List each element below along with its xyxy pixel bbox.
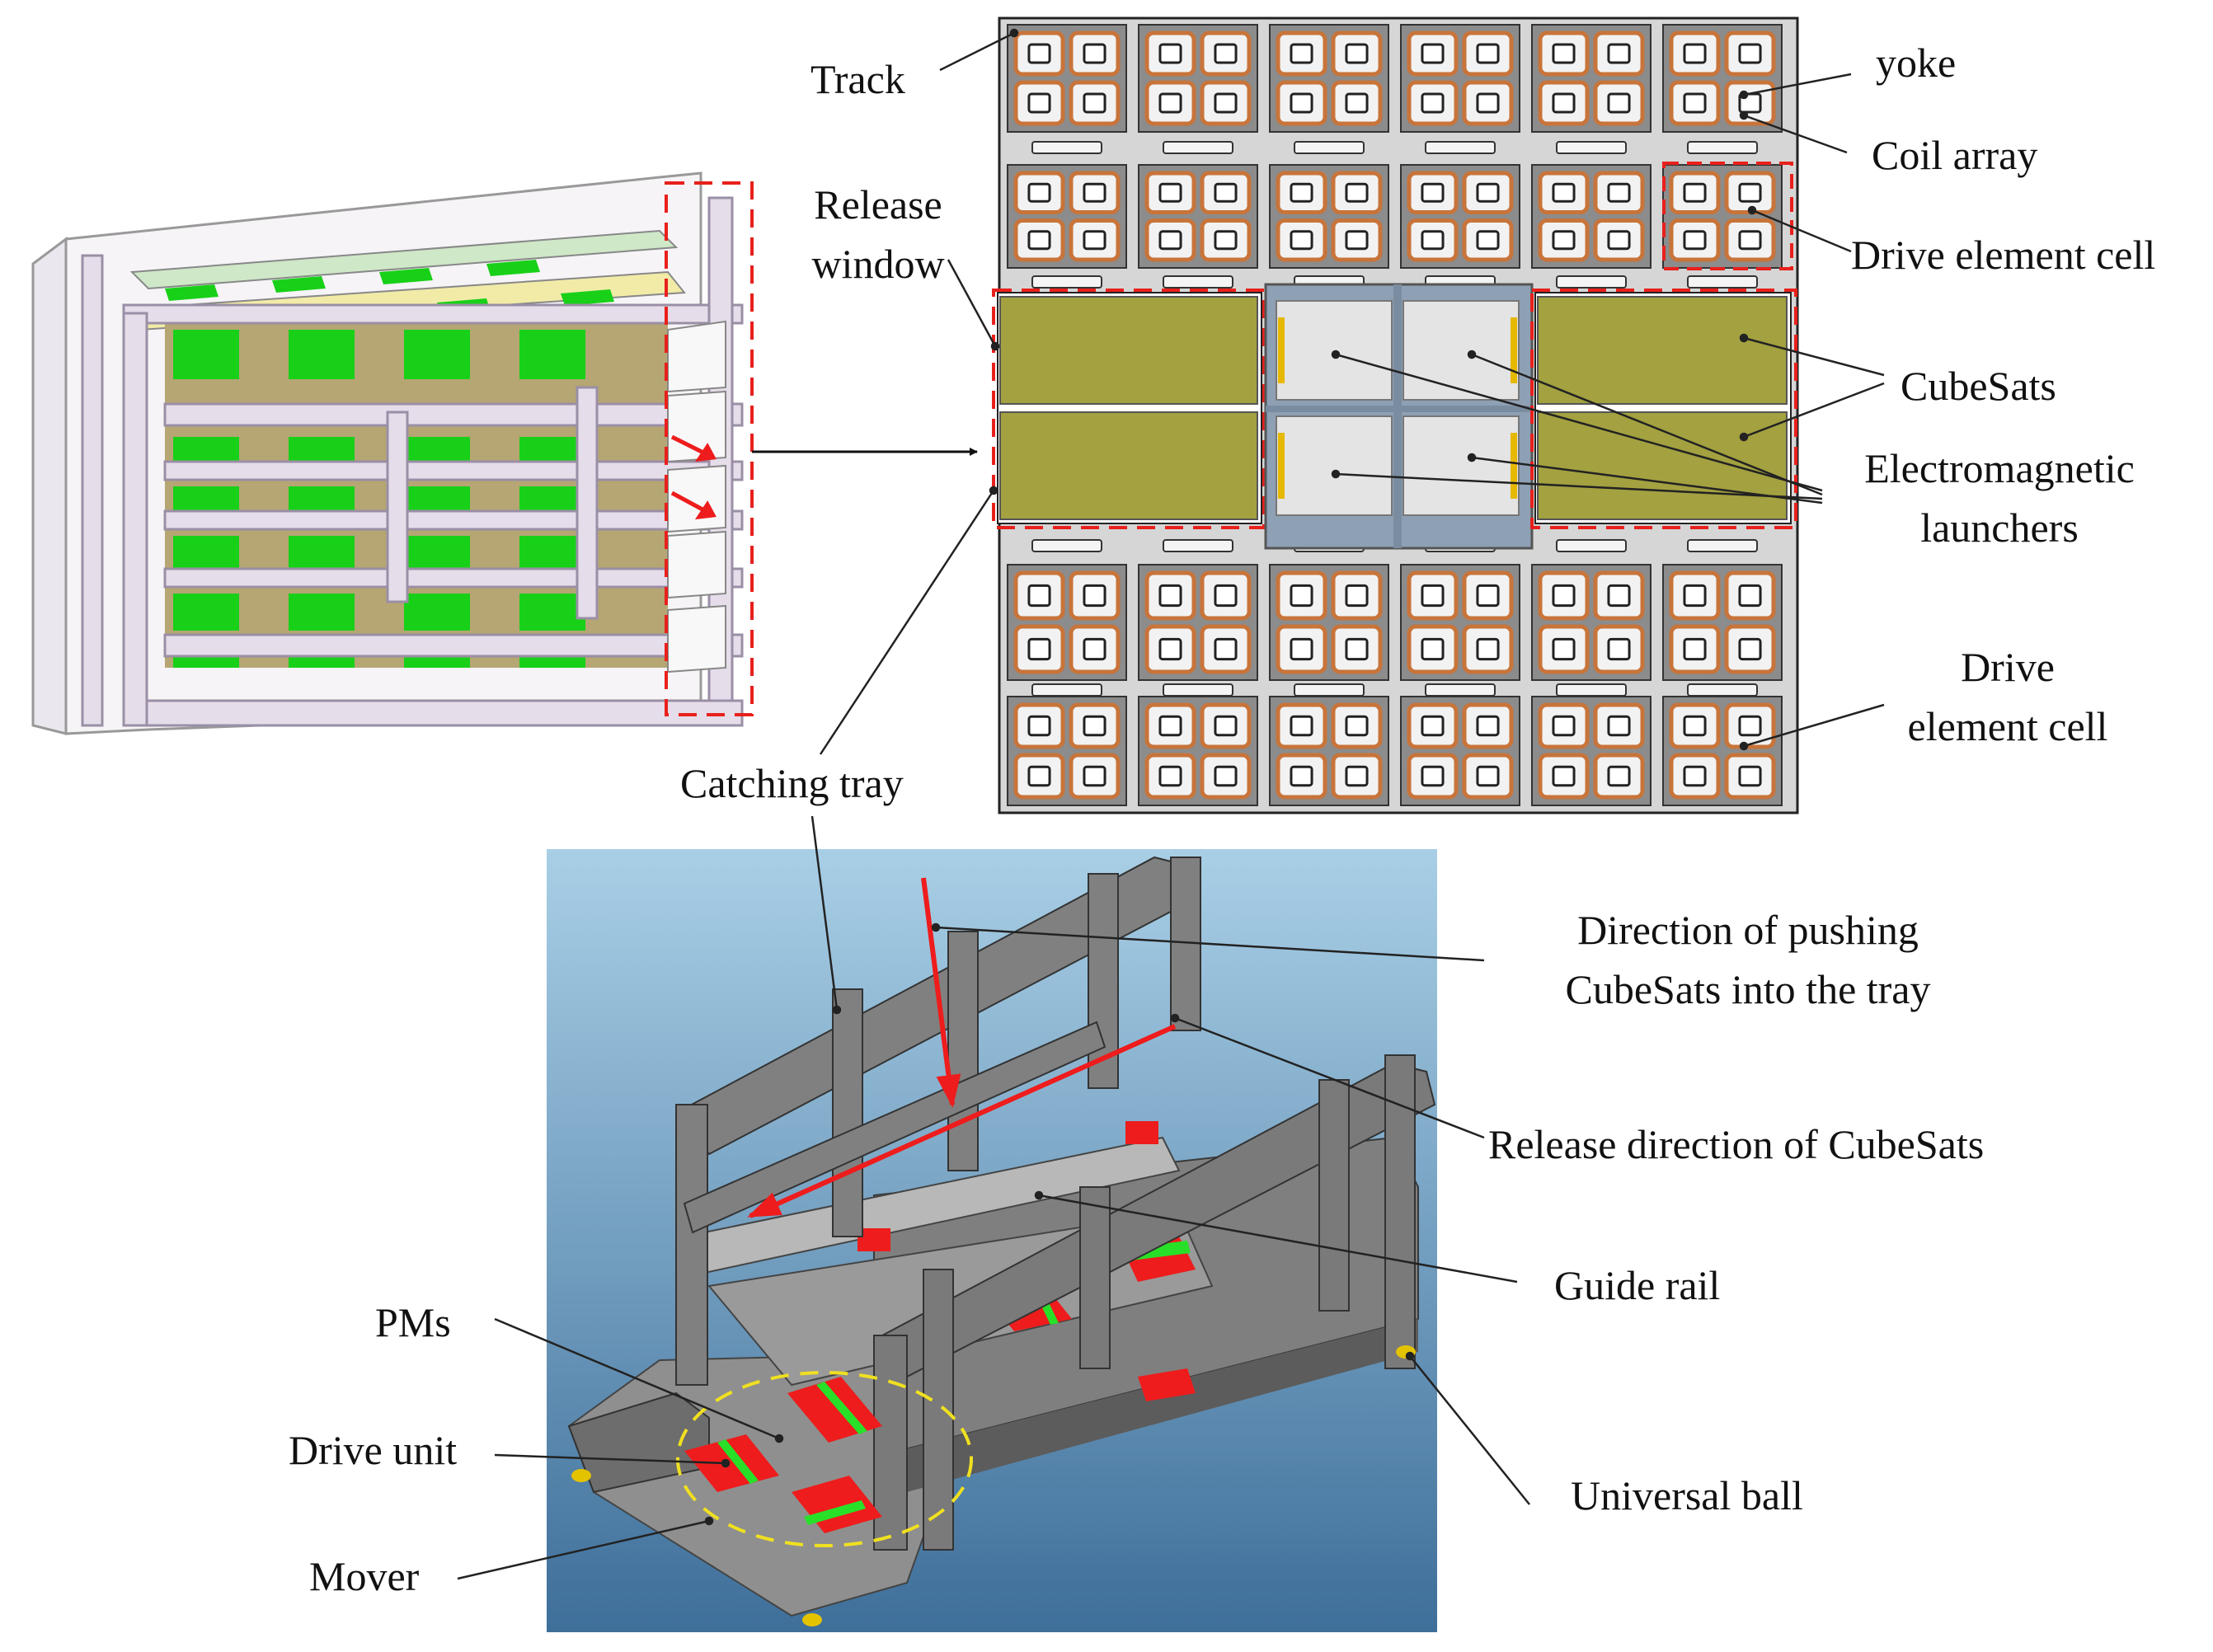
drive-element-cell — [1007, 564, 1127, 681]
drive-element-cell — [1400, 696, 1520, 806]
coil-array-top-view — [992, 16, 1799, 814]
drive-element-cells-top — [1007, 24, 1783, 289]
cubesat-right-pair — [1530, 289, 1797, 529]
drive-unit-pms — [684, 1377, 882, 1533]
catching-tray-3d-view — [547, 849, 1437, 1632]
drive-element-cell — [1269, 564, 1389, 681]
drive-element-cell — [1662, 164, 1783, 269]
drive-element-cell — [1531, 164, 1652, 269]
release-direction-arrow — [747, 1024, 1177, 1218]
rack-3d-view — [31, 171, 754, 735]
drive-element-cell — [1007, 164, 1127, 269]
drive-unit-highlight — [676, 1371, 973, 1547]
drive-element-cell — [1138, 564, 1258, 681]
drive-element-cell — [1269, 24, 1389, 133]
cubesat-left-pair — [992, 289, 1266, 529]
electromagnetic-launchers-center — [1264, 283, 1534, 550]
drive-element-cell — [1269, 696, 1389, 806]
drive-element-cell — [1400, 24, 1520, 133]
drive-element-cell — [1400, 564, 1520, 681]
drive-element-cell — [1007, 24, 1127, 133]
release-side-highlight-box — [665, 181, 754, 716]
drive-element-cells-bottom — [1007, 539, 1783, 806]
drive-element-cell — [1138, 696, 1258, 806]
leader-lines — [457, 28, 1885, 1580]
drive-element-cell — [1138, 164, 1258, 269]
drive-element-cell — [1007, 696, 1127, 806]
drive-element-cell — [1531, 564, 1652, 681]
drive-element-cell — [1662, 24, 1783, 133]
push-direction-arrow — [921, 877, 961, 1108]
drive-element-cell — [1269, 164, 1389, 269]
drive-element-cell — [1531, 696, 1652, 806]
drive-element-cell — [1138, 24, 1258, 133]
drive-element-cell — [1662, 696, 1783, 806]
drive-element-cell — [1662, 564, 1783, 681]
drive-element-cell — [1531, 24, 1652, 133]
drive-element-cell — [1400, 164, 1520, 269]
